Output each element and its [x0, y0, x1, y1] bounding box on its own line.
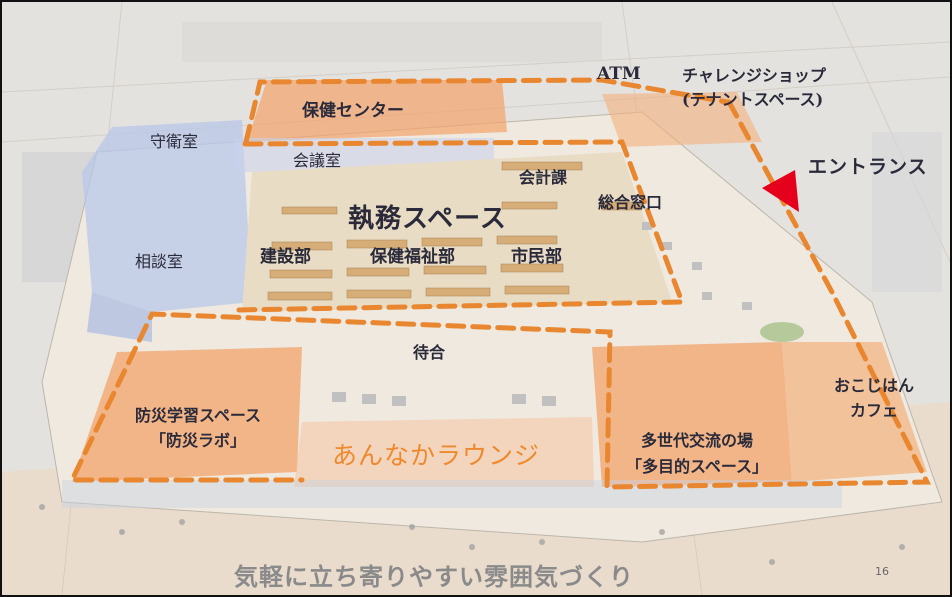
atm-label: ATM — [597, 64, 641, 84]
dash-top-outline — [243, 77, 730, 145]
dash-entrance-outline — [68, 99, 932, 490]
multi-purpose-sub-label: 「多目的スペース」 — [625, 457, 769, 476]
meeting-room-label: 会議室 — [293, 151, 342, 170]
cafe-label: カフェ — [849, 401, 898, 420]
waiting-label: 待合 — [413, 343, 446, 362]
dash-office-outline — [234, 139, 686, 313]
guard-room-label: 守衛室 — [150, 132, 199, 151]
health-welfare-dept-label: 保健福祉部 — [370, 247, 455, 267]
citizen-dept-label: 市民部 — [511, 247, 562, 267]
multi-purpose-label: 多世代交流の場 — [640, 431, 753, 450]
office-space-label: 執務スペース — [348, 204, 507, 234]
slide-caption: 気軽に立ち寄りやすい雰囲気づくり — [234, 563, 634, 591]
lounge-label: あんなかラウンジ — [332, 441, 541, 470]
lounge-zone — [294, 417, 594, 487]
disaster-lab-label: 防災学習スペース — [134, 406, 262, 425]
health-center-zone — [247, 80, 507, 142]
disaster-lab-sub-label: 「防災ラボ」 — [149, 431, 246, 450]
accounting-label: 会計課 — [519, 168, 568, 187]
cafe-zone — [782, 342, 927, 482]
challenge-shop-label: チャレンジショップ — [682, 66, 826, 85]
okojihan-label: おこじはん — [833, 376, 914, 395]
health-center-label: 保健センター — [302, 101, 404, 121]
entrance-arrow — [762, 170, 799, 212]
general-window-label: 総合窓口 — [598, 193, 663, 212]
disaster-lab-zone — [72, 347, 302, 482]
page-number: 16 — [875, 565, 889, 578]
consultation-room-label: 相談室 — [135, 252, 184, 271]
entrance-label: エントランス — [808, 156, 928, 178]
construction-dept-label: 建設部 — [260, 247, 311, 267]
challenge-shop-sub-label: (テナントスペース) — [682, 90, 824, 109]
multi-purpose-zone — [592, 342, 792, 487]
blue-zone — [82, 120, 252, 312]
challenge-shop-zone — [602, 92, 762, 147]
